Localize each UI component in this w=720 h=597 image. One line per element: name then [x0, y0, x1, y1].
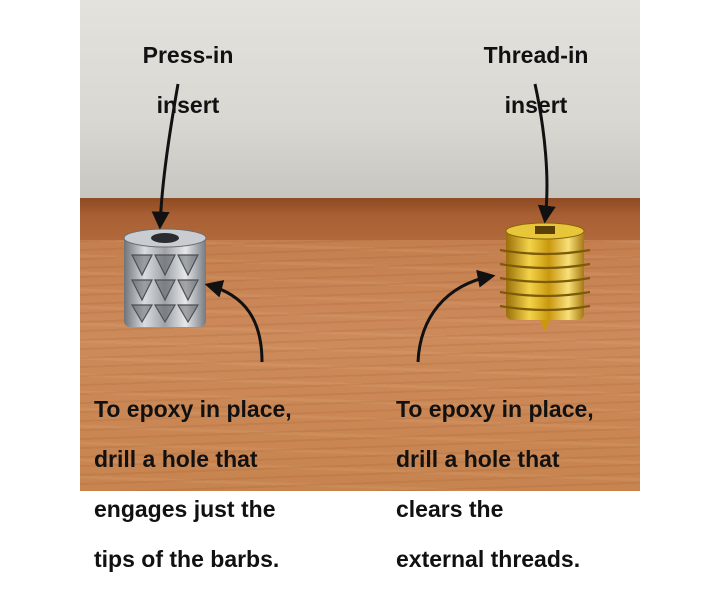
thread-in-insert-slot [535, 226, 555, 234]
thread-in-note: To epoxy in place, drill a hole that cle… [396, 372, 636, 597]
press-in-title-line-1: Press-in [142, 42, 234, 68]
thread-in-note-line-3: clears the [396, 496, 504, 522]
press-in-insert [123, 228, 207, 327]
press-in-title-arrow [151, 83, 180, 230]
thread-in-threads [499, 248, 591, 312]
illustration-overlay [123, 83, 591, 363]
press-in-note-line-4: tips of the barbs. [94, 546, 280, 572]
thread-in-note-line-4: external threads. [396, 546, 581, 572]
thread-in-note-arrow [416, 269, 496, 363]
thread-in-title-arrow [533, 83, 556, 224]
press-in-note-line-1: To epoxy in place, [94, 396, 292, 422]
thread-in-note-line-2: drill a hole that [396, 446, 560, 472]
press-in-title: Press-in insert [128, 18, 248, 143]
press-in-insert-body [124, 235, 206, 327]
press-in-note-arrow [204, 280, 264, 363]
thread-in-title-line-2: insert [504, 92, 568, 118]
thread-in-note-line-1: To epoxy in place, [396, 396, 594, 422]
press-in-title-line-2: insert [156, 92, 220, 118]
press-in-note-line-2: drill a hole that [94, 446, 258, 472]
thread-in-title-line-1: Thread-in [483, 42, 589, 68]
thread-in-insert-body [506, 228, 584, 320]
press-in-note-line-3: engages just the [94, 496, 276, 522]
press-in-insert-hole [151, 233, 179, 243]
thread-in-insert-tip [540, 320, 550, 332]
thread-in-insert [499, 222, 591, 332]
thread-in-title: Thread-in insert [466, 18, 606, 143]
press-in-barbs [130, 254, 200, 324]
press-in-note: To epoxy in place, drill a hole that eng… [94, 372, 334, 597]
